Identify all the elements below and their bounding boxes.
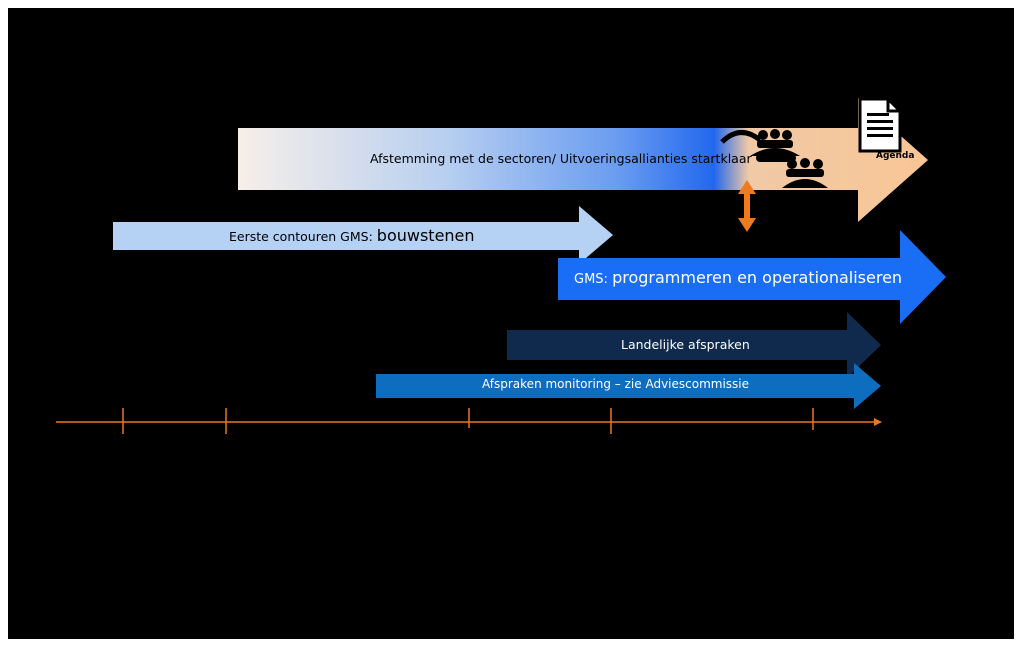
arrow-gms-label-main: programmeren en operationaliseren — [612, 268, 903, 287]
meeting-group-icon — [720, 129, 828, 188]
slide-canvas: Afstemming met de sectoren/ Uitvoeringsa… — [8, 8, 1014, 639]
agenda-document-icon — [858, 97, 902, 153]
arrow-gms-shape — [558, 230, 946, 324]
agenda-label: Agenda — [876, 151, 915, 161]
arrow-contouren-label-prefix: Eerste contouren GMS: — [229, 229, 373, 244]
arrow-monitoring: Afspraken monitoring – zie Adviescommiss… — [376, 363, 881, 409]
arrow-contouren-shape — [113, 206, 613, 264]
arrow-contouren: Eerste contouren GMS: bouwstenen — [113, 206, 613, 264]
arrow-contouren-label: Eerste contouren GMS: bouwstenen — [229, 226, 475, 245]
double-arrow-icon — [738, 180, 756, 232]
arrow-afstemming-label: Afstemming met de sectoren/ Uitvoeringsa… — [370, 151, 752, 166]
arrow-gms-label: GMS: programmeren en operationaliseren — [574, 268, 902, 287]
timeline — [56, 408, 882, 434]
arrow-landelijk: Landelijke afspraken — [507, 312, 881, 378]
arrow-afstemming: Afstemming met de sectoren/ Uitvoeringsa… — [238, 98, 928, 222]
arrow-landelijk-label: Landelijke afspraken — [621, 337, 750, 352]
arrow-monitoring-shape — [376, 363, 881, 409]
arrow-contouren-label-main: bouwstenen — [376, 226, 475, 245]
arrow-monitoring-label: Afspraken monitoring – zie Adviescommiss… — [482, 377, 750, 391]
arrow-gms: GMS: programmeren en operationaliseren — [558, 230, 946, 324]
arrow-landelijk-shape — [507, 312, 881, 378]
arrow-gms-label-prefix: GMS: — [574, 272, 608, 287]
arrow-afstemming-shape — [238, 98, 928, 222]
